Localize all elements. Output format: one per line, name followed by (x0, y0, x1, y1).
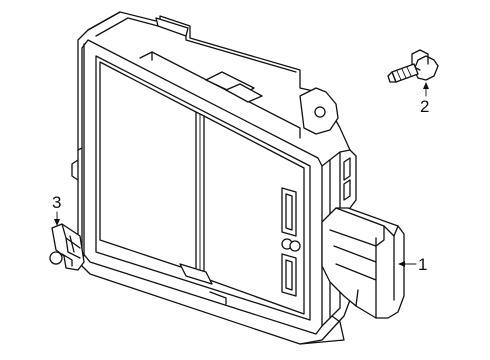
arrowhead-3 (54, 219, 60, 226)
arrowhead-1 (398, 261, 405, 267)
callout-label-2: 2 (420, 97, 429, 116)
callout-label-3: 3 (52, 193, 61, 212)
control-module (71, 11, 357, 345)
callout-1: 1 (398, 255, 427, 274)
callout-2: 2 (420, 82, 429, 116)
connector (321, 207, 405, 319)
arrowhead-2 (423, 82, 429, 89)
callout-3: 3 (52, 193, 61, 226)
clip-nut (49, 223, 85, 271)
callout-label-1: 1 (418, 255, 427, 274)
bolt (387, 49, 439, 83)
